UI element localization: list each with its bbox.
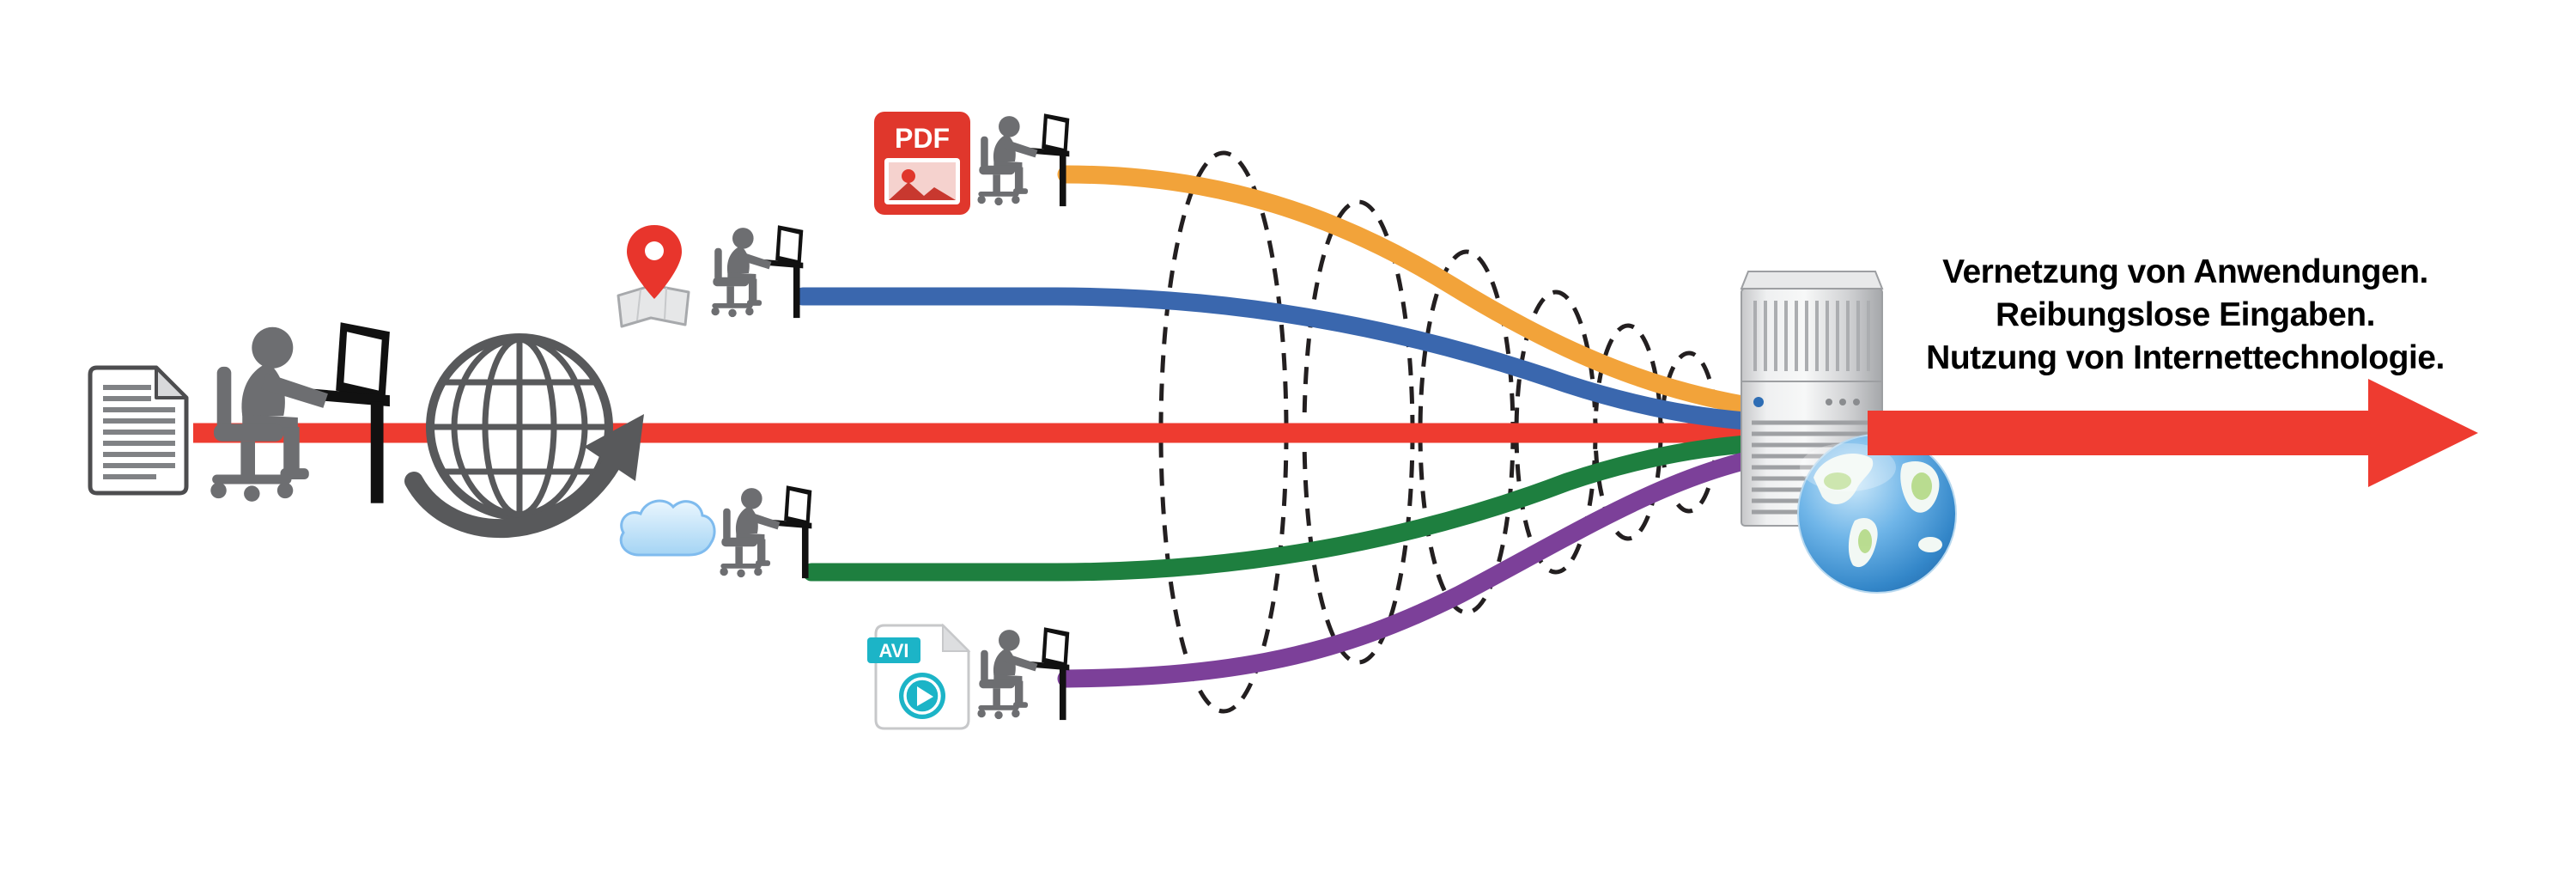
internet-globe-icon [404,333,644,539]
diagram-caption: Vernetzung von Anwendungen. Reibungslose… [1893,251,2477,380]
avi-label: AVI [878,640,908,661]
blue-data-line [793,287,1813,434]
person-map-user [711,225,804,319]
earth-globe-icon [1797,434,1957,594]
location-pin-icon [617,225,690,328]
person-main-user [210,322,390,503]
caption-line-3: Nutzung von Internettechnologie. [1926,338,2445,376]
output-arrow [1868,379,2478,487]
person-pdf-user [977,113,1070,207]
pdf-label: PDF [895,123,950,154]
purple-data-line [1057,441,1813,688]
person-cloud-user [720,485,812,579]
globe-swoosh-arrow [404,454,621,539]
cloud-icon [619,499,716,557]
pdf-file-icon: PDF [874,112,970,215]
green-data-line [802,431,1813,582]
globe-swoosh-arrowhead [584,414,644,481]
server-led [1753,397,1764,407]
play-icon [917,686,933,706]
document-icon [88,365,189,496]
orange-data-line [1057,165,1813,423]
caption-line-2: Reibungslose Eingaben. [1996,296,2375,333]
avi-file-icon: AVI [867,623,971,730]
caption-line-1: Vernetzung von Anwendungen. [1942,253,2428,290]
person-avi-user [977,627,1070,721]
